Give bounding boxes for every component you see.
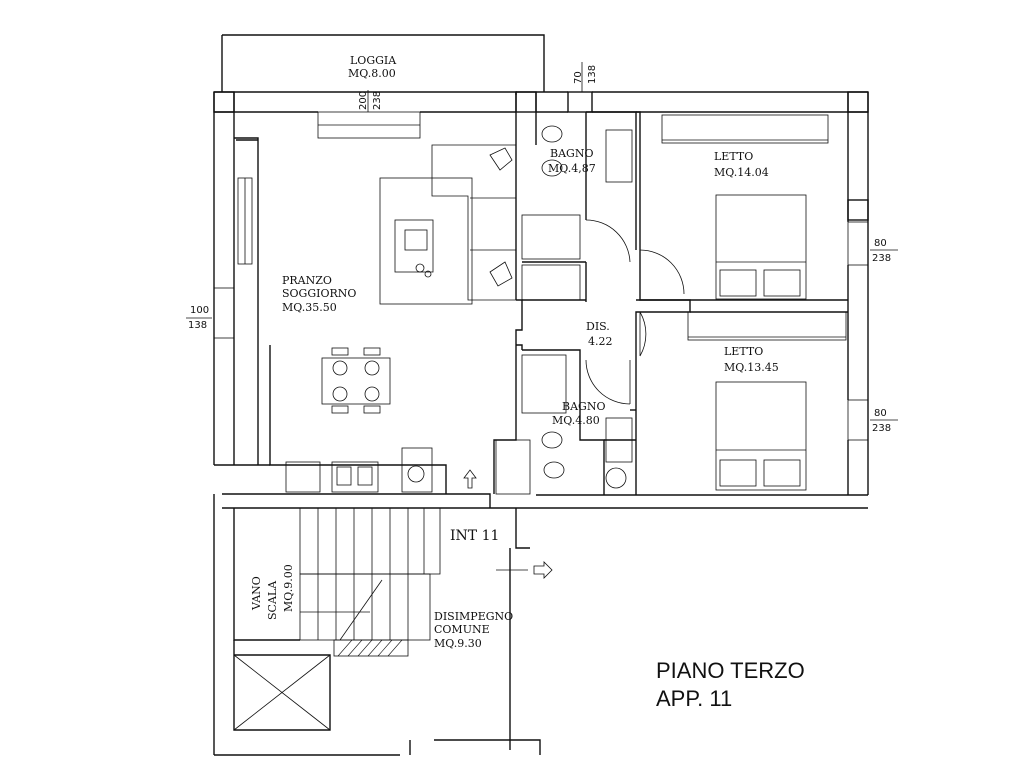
bagno2-name: BAGNO bbox=[562, 400, 605, 413]
wardrobes bbox=[661, 114, 847, 341]
dining-table bbox=[321, 347, 391, 414]
entrance-label: INT 11 bbox=[450, 528, 499, 544]
soggiorno-name-line1: PRANZO bbox=[282, 274, 332, 287]
plan-title: PIANO TERZO bbox=[656, 658, 805, 683]
vano-scala-name-line2: SCALA bbox=[266, 580, 279, 620]
letto1-name: LETTO bbox=[714, 150, 753, 163]
left-window-dim-top: 100 bbox=[190, 305, 209, 316]
staircase bbox=[299, 507, 441, 657]
bagno1-name: BAGNO bbox=[550, 147, 593, 160]
dis-area: 4.22 bbox=[588, 335, 613, 348]
doors bbox=[585, 219, 685, 405]
bagno-window-dim-bottom: 138 bbox=[587, 65, 598, 84]
vano-scala-area: MQ.9.00 bbox=[282, 564, 295, 612]
living-furniture bbox=[379, 144, 517, 305]
letto1-window-dim-bottom: 238 bbox=[872, 253, 891, 264]
loggia-area: MQ.8.00 bbox=[348, 67, 396, 80]
bagno-window-dim-top: 70 bbox=[573, 71, 584, 84]
kitchen bbox=[285, 447, 433, 493]
letto2-window-dim-top: 80 bbox=[874, 408, 887, 419]
dimension-lines bbox=[186, 62, 898, 421]
letto1-window-dim-top: 80 bbox=[874, 238, 887, 249]
windows bbox=[213, 111, 869, 441]
disimpegno-area: MQ.9.30 bbox=[434, 637, 482, 650]
disimpegno-name-line2: COMUNE bbox=[434, 623, 490, 636]
letto2-area: MQ.13.45 bbox=[724, 361, 779, 374]
dis-name: DIS. bbox=[586, 320, 610, 333]
vano-scala-name-line1: VANO bbox=[250, 576, 263, 611]
letto1-area: MQ.14.04 bbox=[714, 166, 769, 179]
letto2-name: LETTO bbox=[724, 345, 763, 358]
entrance-arrows bbox=[463, 469, 553, 579]
loggia-window-dim-bottom: 238 bbox=[372, 91, 383, 110]
bathroom-fixtures bbox=[495, 125, 633, 495]
bagno2-area: MQ.4.80 bbox=[552, 414, 600, 427]
loggia-name: LOGGIA bbox=[350, 54, 397, 67]
beds bbox=[715, 194, 807, 491]
apartment-number: APP. 11 bbox=[656, 686, 732, 711]
letto2-window-dim-bottom: 238 bbox=[872, 423, 891, 434]
bagno1-area: MQ.4,87 bbox=[548, 162, 596, 175]
disimpegno-name-line1: DISIMPEGNO bbox=[434, 610, 513, 623]
soggiorno-area: MQ.35.50 bbox=[282, 301, 337, 314]
left-window-dim-bottom: 138 bbox=[188, 320, 207, 331]
loggia-window-dim-top: 200 bbox=[358, 91, 369, 110]
soggiorno-name-line2: SOGGIORNO bbox=[282, 287, 356, 300]
